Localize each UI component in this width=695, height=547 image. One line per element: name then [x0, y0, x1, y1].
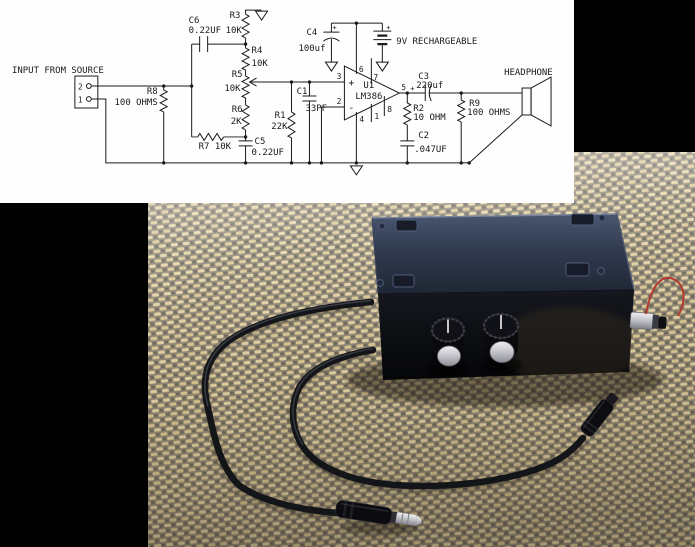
c4-polarity: + [332, 24, 336, 32]
battery-label: 9V RECHARGEABLE [396, 37, 477, 47]
resistor-r1: R1 22K [271, 111, 296, 139]
capacitor-c6: C6 0.22UF [189, 16, 221, 53]
power-jack [629, 311, 667, 330]
input-label: INPUT FROM SOURCE [12, 66, 104, 76]
r8-ref: R8 [147, 87, 158, 97]
battery-polarity: + [386, 24, 390, 32]
c4-value: 100uf [298, 44, 325, 54]
c3-value: 220uf [416, 81, 443, 91]
headphone-cable [201, 298, 375, 517]
r9-ref: R9 [469, 99, 480, 109]
c6-ref: C6 [189, 16, 200, 26]
volume-knob-left [430, 317, 466, 367]
c2-ref: C2 [418, 131, 429, 141]
r1-ref: R1 [275, 111, 286, 121]
r5-value: 10K [224, 84, 241, 94]
c5-value: 0.22UF [252, 148, 284, 158]
headphone-speaker: HEADPHONE [504, 68, 553, 127]
box-corner-screws [376, 214, 606, 287]
volume-knob-right [482, 312, 520, 363]
left-knob-shadow [427, 361, 469, 377]
lm386-schematic: 2 1 INPUT FROM SOURCE R8 100 OHMS C6 0.2… [12, 9, 553, 176]
schematic-wires [91, 9, 523, 164]
charge-wire [645, 276, 685, 317]
resistor-r7: R7 10K [197, 132, 232, 152]
r2-ref: R2 [413, 104, 424, 114]
c3-ref: C3 [418, 72, 429, 82]
u1-minus: - [348, 103, 354, 114]
u1-plus: + [348, 78, 354, 89]
junction-dots [162, 21, 471, 165]
u1-pin5: 5 [401, 83, 406, 92]
box-corner-tabs [392, 213, 595, 288]
r8-value: 100 OHMS [115, 98, 158, 108]
resistor-r6: R6 2K [231, 104, 251, 131]
c4-ref: C4 [306, 28, 317, 38]
c1-ref: C1 [297, 87, 308, 97]
capacitor-c1: C1 33PF [297, 87, 327, 114]
amplifier-photo [148, 152, 695, 547]
r3-value: 10K [226, 26, 243, 36]
r7-label: R7 10K [199, 142, 232, 152]
c2-value: .047UF [414, 145, 446, 155]
r9-value: 100 OHMS [467, 108, 510, 118]
c6-value: 0.22UF [189, 26, 221, 36]
u1-pin7: 7 [373, 73, 378, 82]
power-cable [289, 346, 587, 490]
r5-ref: R5 [232, 70, 243, 80]
c1-value: 33PF [305, 104, 327, 114]
input-connector: 2 1 INPUT FROM SOURCE [12, 66, 104, 109]
c5-ref: C5 [255, 137, 266, 147]
u1-pin8: 8 [387, 105, 392, 114]
u1-pin6: 6 [359, 65, 364, 74]
r3-ref: R3 [230, 11, 241, 21]
r6-ref: R6 [232, 105, 243, 115]
input-pin-2: 2 [78, 83, 83, 92]
right-knob-shadow [480, 357, 522, 373]
battery-9v: + 9V RECHARGEABLE [373, 24, 477, 72]
r1-value: 22K [271, 122, 288, 132]
photo-svg [148, 152, 695, 547]
r2-value: 10 OHM [413, 113, 446, 123]
resistor-r2: R2 10 OHM [402, 102, 446, 126]
r4-value: 10K [252, 59, 269, 69]
resistor-r3: R3 10K [226, 10, 269, 39]
u1-pin4: 4 [359, 115, 364, 124]
c3-polarity: + [410, 85, 414, 93]
capacitor-c4: C4 100uf + [298, 24, 340, 72]
u1-part: LM386 [355, 92, 382, 102]
capacitor-c3: C3 220uf + [410, 72, 443, 102]
schematic-panel: 2 1 INPUT FROM SOURCE R8 100 OHMS C6 0.2… [0, 0, 574, 203]
audio-plug [335, 500, 422, 535]
resistor-r8: R8 100 OHMS [115, 87, 169, 113]
opamp-u1-lm386: U1 LM386 + - 3 2 6 7 5 4 1 8 [337, 65, 406, 176]
u1-pin2: 2 [337, 97, 342, 106]
u1-ref: U1 [363, 81, 374, 91]
capacitor-c2: C2 .047UF [400, 131, 447, 155]
project-box [371, 213, 635, 380]
resistor-r4: R4 10K [240, 46, 269, 71]
potentiometer-r5: R5 10K [224, 70, 257, 99]
resistor-r9: R9 100 OHMS [456, 99, 510, 123]
input-pin-1: 1 [78, 95, 83, 104]
dc-plug [580, 392, 619, 437]
u1-pin3: 3 [337, 72, 342, 81]
r6-value: 2K [231, 117, 242, 127]
headphone-label: HEADPHONE [504, 68, 553, 78]
capacitor-c5: C5 0.22UF [238, 137, 284, 158]
u1-pin1: 1 [374, 112, 379, 121]
r4-ref: R4 [252, 46, 263, 56]
